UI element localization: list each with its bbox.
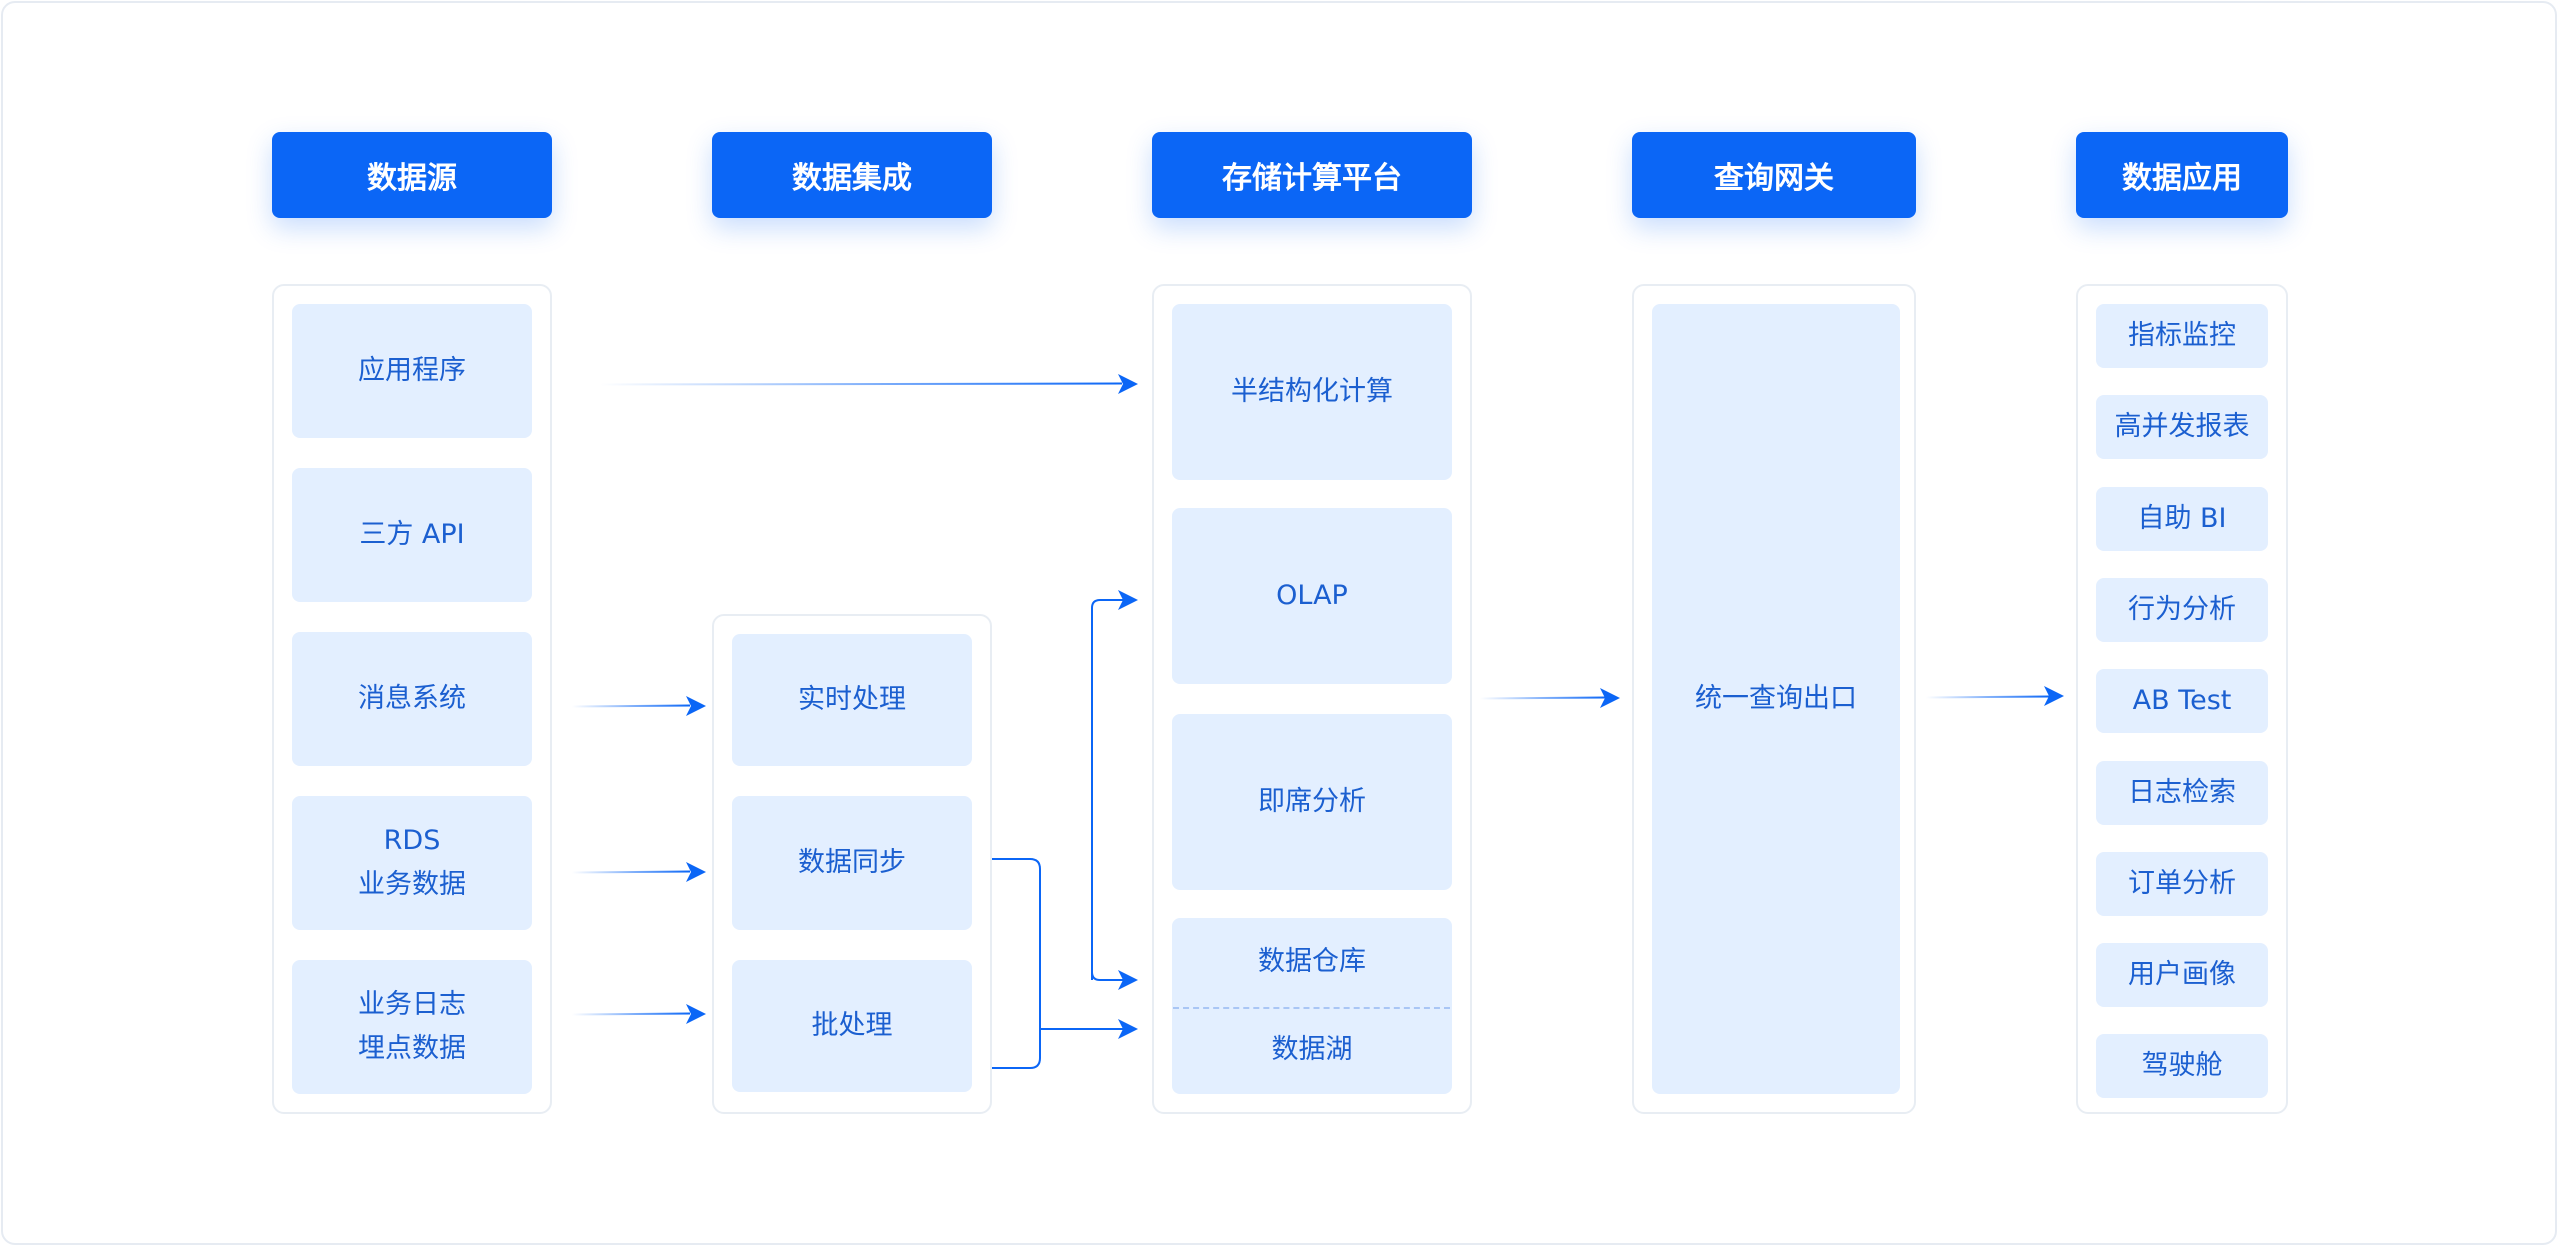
storage-olap: OLAP [1172,508,1452,684]
app-item: 自助 BI [2096,486,2268,551]
source-business-data-label: 业务数据 [358,869,466,900]
header-data-applications: 数据应用 [2076,132,2288,218]
integration-batch-label: 批处理 [811,1010,893,1041]
integration-batch: 批处理 [732,960,972,1092]
app-item-label: AB Test [2132,685,2232,717]
arrowhead-semi [1118,374,1138,394]
app-item: 行为分析 [2096,577,2268,642]
link-sync-batch-merge [992,858,1124,1069]
app-item-label: 驾驶舱 [2141,1050,2223,1082]
gateway-unified-query-label: 统一查询出口 [1695,683,1857,714]
source-third-party-api-label: 三方 API [359,519,465,550]
app-item: AB Test [2096,669,2268,734]
app-item: 订单分析 [2096,851,2268,916]
app-item-label: 订单分析 [2128,867,2236,899]
arrowhead-warehouse [1118,970,1138,990]
arrowhead-realtime [686,696,706,716]
storage-semi-structured: 半结构化计算 [1172,304,1452,480]
link-realtime-branch [1091,599,1124,981]
storage-warehouse-label: 数据仓库 [1258,946,1366,977]
link-msg-to-realtime [571,704,691,708]
app-item-label: 行为分析 [2128,593,2236,625]
app-item: 日志检索 [2096,760,2268,825]
app-item: 驾驶舱 [2096,1034,2268,1099]
header-data-sources: 数据源 [272,132,552,218]
source-business-log-label: 业务日志 [358,989,466,1020]
arrowhead-batch [686,1004,706,1024]
warehouse-lake-divider [1173,1007,1450,1009]
header-query-gateway: 查询网关 [1632,132,1916,218]
storage-warehouse-lake: 数据仓库 数据湖 [1172,918,1452,1094]
link-storage-to-gateway [1479,696,1607,700]
storage-adhoc-analysis: 即席分析 [1172,714,1452,890]
gateway-unified-query: 统一查询出口 [1652,304,1900,1094]
source-tracking-data-label: 埋点数据 [358,1033,466,1064]
link-app-to-semi [599,382,1123,386]
integration-sync-label: 数据同步 [798,847,906,878]
app-item: 高并发报表 [2096,395,2268,460]
app-item-label: 用户画像 [2128,959,2236,991]
header-storage-compute-platform: 存储计算平台 [1152,132,1472,218]
integration-realtime-label: 实时处理 [798,684,906,715]
app-item-label: 自助 BI [2137,502,2227,534]
source-app-program: 应用程序 [292,304,532,438]
app-item: 用户画像 [2096,943,2268,1008]
source-message-system-label: 消息系统 [358,683,466,714]
link-rds-to-sync [571,870,691,874]
arrowhead-sync [686,862,706,882]
app-item: 指标监控 [2096,304,2268,368]
link-log-to-batch [571,1012,691,1016]
app-item-label: 指标监控 [2128,320,2236,351]
storage-semi-structured-label: 半结构化计算 [1231,376,1393,407]
integration-sync: 数据同步 [732,796,972,930]
arrowhead-apps [2044,686,2064,706]
source-third-party-api: 三方 API [292,468,532,602]
source-app-program-label: 应用程序 [358,355,466,386]
link-gateway-to-apps [1925,695,2051,699]
source-rds-business-data: RDS 业务数据 [292,796,532,930]
header-data-integration: 数据集成 [712,132,992,218]
source-business-log-tracking: 业务日志 埋点数据 [292,960,532,1094]
arrowhead-olap [1118,590,1138,610]
source-rds-label: RDS [383,825,441,856]
source-message-system: 消息系统 [292,632,532,766]
app-item-label: 高并发报表 [2114,411,2250,443]
storage-lake-label: 数据湖 [1271,1034,1353,1065]
integration-realtime: 实时处理 [732,634,972,766]
storage-adhoc-analysis-label: 即席分析 [1258,786,1366,817]
storage-olap-label: OLAP [1276,580,1348,611]
app-item-label: 日志检索 [2128,776,2236,808]
arrowhead-gateway [1600,688,1620,708]
arrowhead-lake [1118,1019,1138,1039]
